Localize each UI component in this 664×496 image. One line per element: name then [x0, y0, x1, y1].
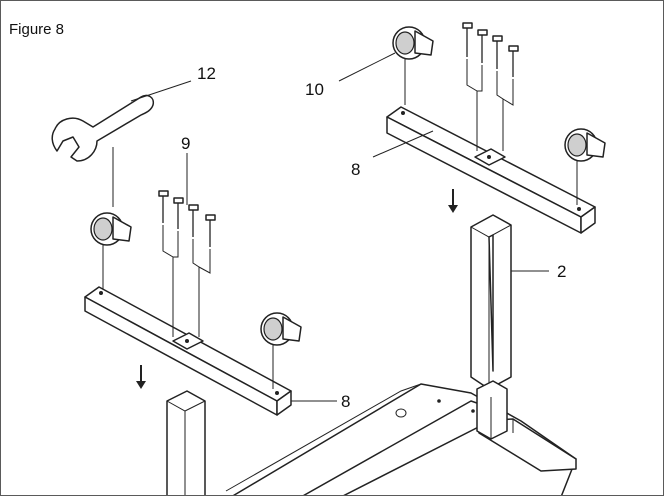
caster-left-bottom [260, 312, 302, 389]
down-arrow-left [136, 365, 146, 389]
callout-screws-left: 9 [181, 134, 190, 153]
callout-wrench: 12 [197, 64, 216, 83]
callout-caster-right: 10 [305, 80, 324, 99]
caster-left-top [90, 212, 132, 289]
crossbar-left [84, 286, 292, 416]
callout-crossbar-right: 8 [351, 160, 360, 179]
callout-leg-column: 2 [557, 262, 566, 281]
caster-right-bottom [564, 128, 606, 205]
figure-title: Figure 8 [9, 21, 65, 38]
screws-right [462, 22, 519, 151]
down-arrow-right [448, 189, 458, 213]
crossbar-right [386, 106, 596, 234]
callout-crossbar-left: 8 [341, 392, 350, 411]
wrench-icon [51, 94, 155, 207]
leg-column-left [166, 390, 206, 495]
caster-right-top [392, 26, 434, 105]
leg-column-right [470, 214, 512, 440]
leader-lines [130, 52, 549, 402]
screws-left [158, 190, 216, 337]
